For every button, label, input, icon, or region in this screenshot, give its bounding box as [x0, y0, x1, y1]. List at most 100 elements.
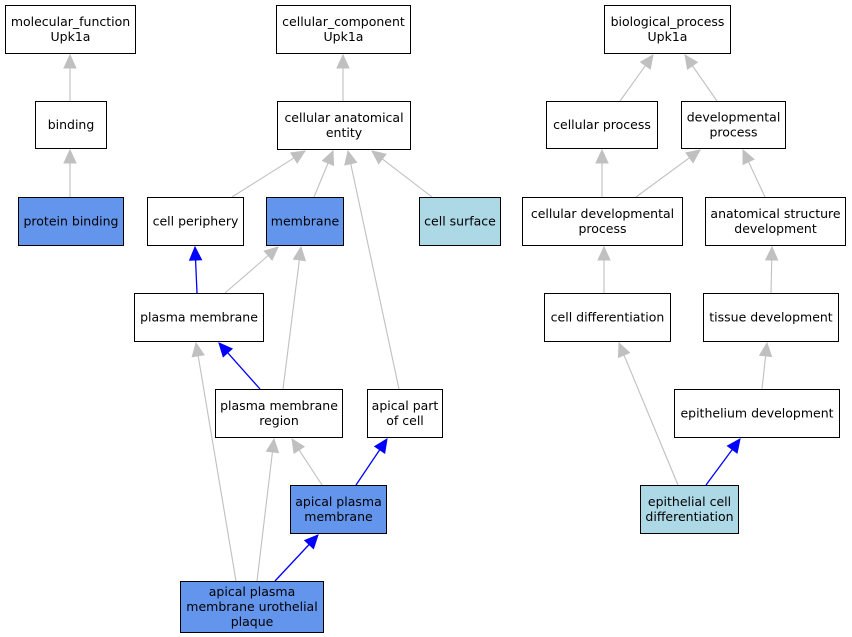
- edge-line: [355, 449, 381, 486]
- node-box: [640, 485, 739, 534]
- edge-cell_surface-to-cae: [371, 150, 433, 198]
- node-protein-binding[interactable]: protein binding: [18, 197, 124, 246]
- edge-line: [691, 65, 718, 102]
- node-label: molecular_function: [11, 14, 130, 29]
- node-epith-dev[interactable]: epithelium development: [674, 389, 840, 438]
- edge-apical_pm-to-apical_part: [355, 438, 388, 486]
- edge-arrowhead: [371, 150, 387, 165]
- edge-arrowhead: [742, 148, 755, 166]
- edge-line: [381, 158, 433, 198]
- edge-plaque-to-apical_pm: [274, 534, 319, 582]
- edge-line: [635, 157, 690, 198]
- node-box: [681, 101, 786, 149]
- node-label: plaque: [231, 614, 274, 629]
- edge-arrowhead: [289, 150, 307, 164]
- node-membrane[interactable]: membrane: [266, 197, 344, 246]
- node-label: cellular process: [553, 117, 651, 132]
- edge-line: [227, 352, 261, 390]
- node-cell-diff[interactable]: cell differentiation: [544, 293, 671, 342]
- edge-line: [282, 259, 300, 390]
- edge-epith_cell_diff-to-epith_dev: [705, 438, 741, 486]
- node-box: [18, 197, 124, 246]
- edge-line: [274, 544, 310, 582]
- edge-cellular_process-to-bp: [619, 54, 654, 102]
- edge-cell_dev_process-to-dev_process: [635, 149, 701, 198]
- node-label: membrane urothelial: [186, 599, 317, 614]
- edge-pm_region-to-plasma_membrane: [218, 342, 261, 390]
- node-label: apical plasma: [209, 584, 295, 599]
- edge-arrowhead: [639, 54, 654, 70]
- node-label: plasma membrane: [140, 310, 258, 325]
- node-label: Upk1a: [324, 29, 364, 44]
- node-label: of cell: [386, 413, 424, 428]
- node-label: biological_process: [611, 14, 725, 29]
- edge-cell_dev_process-to-cellular_process: [595, 148, 609, 197]
- edge-arrowhead: [218, 342, 234, 358]
- node-box: [35, 101, 107, 149]
- node-label: cellular_component: [282, 14, 405, 29]
- node-box: [147, 197, 244, 246]
- edge-arrowhead: [303, 534, 319, 550]
- edge-arrowhead: [188, 245, 203, 261]
- edge-arrowhead: [373, 438, 388, 454]
- edge-cell_diff-to-cell_dev_process: [597, 245, 611, 293]
- node-label: developmental: [687, 110, 781, 125]
- edge-line: [231, 157, 295, 198]
- node-label: process: [578, 221, 626, 236]
- node-plasma-membrane[interactable]: plasma membrane: [134, 293, 264, 342]
- node-label: entity: [326, 125, 363, 140]
- edge-membrane-to-cae: [313, 149, 335, 198]
- edge-line: [194, 259, 198, 294]
- edge-plasma_membrane-to-cell_periphery: [188, 245, 203, 294]
- node-label: anatomical structure: [710, 206, 840, 221]
- edge-arrowhead: [764, 245, 779, 261]
- node-label: membrane: [304, 509, 373, 524]
- node-cell-periphery[interactable]: cell periphery: [147, 197, 244, 246]
- edge-arrowhead: [617, 341, 631, 359]
- edge-line: [197, 355, 237, 582]
- node-box: [419, 197, 501, 246]
- edge-tissue_dev-to-anat_struct_dev: [764, 245, 779, 294]
- node-label: binding: [48, 117, 95, 132]
- node-label: cell periphery: [153, 214, 239, 229]
- node-label: cellular developmental: [531, 206, 674, 221]
- node-binding[interactable]: binding: [35, 101, 107, 149]
- edge-protein_binding-to-binding: [63, 148, 77, 197]
- node-label: cell differentiation: [551, 310, 665, 325]
- edge-arrowhead: [597, 245, 611, 261]
- node-box: [367, 389, 443, 438]
- edge-dev_process-to-bp: [684, 54, 718, 102]
- edge-arrowhead: [336, 53, 350, 69]
- node-label: process: [709, 125, 757, 140]
- node-cell-surface[interactable]: cell surface: [419, 197, 501, 246]
- edge-anat_struct_dev-to-dev_process: [742, 148, 766, 198]
- edge-apical_part-to-cae: [344, 149, 400, 390]
- node-label: apical part: [372, 398, 439, 413]
- edge-arrowhead: [63, 53, 77, 69]
- node-box: [215, 389, 343, 438]
- node-label: epithelium development: [680, 406, 833, 421]
- edge-line: [619, 65, 646, 102]
- node-box: [705, 197, 846, 246]
- node-tissue-dev[interactable]: tissue development: [703, 293, 839, 342]
- edge-pm_region-to-membrane: [282, 245, 307, 390]
- edge-line: [748, 161, 766, 198]
- edge-apical_pm-to-pm_region: [291, 438, 323, 486]
- node-box: [546, 101, 658, 149]
- edge-arrowhead: [63, 148, 77, 164]
- edge-line: [298, 449, 323, 486]
- node-cellular-process[interactable]: cellular process: [546, 101, 658, 149]
